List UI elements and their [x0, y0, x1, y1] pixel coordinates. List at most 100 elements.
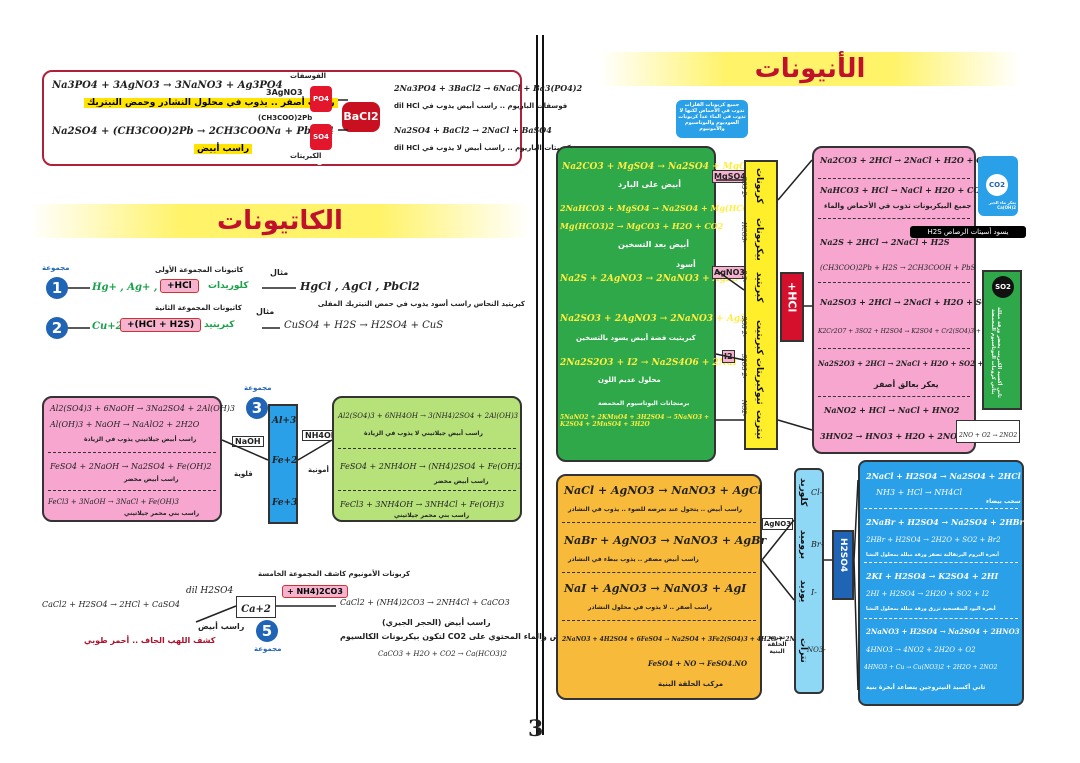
orange-sep1	[562, 522, 756, 523]
rb-note3: أبخرة اليود البنفسجية تزرق ورقة مبللة بم…	[866, 606, 996, 612]
g5-flame: كشف اللهب الجاف .. أحمر طوبي	[84, 636, 216, 645]
g1-example: HgCl , AgCl , PbCl2	[300, 280, 420, 293]
g3-nh4oh-side: أمونية	[308, 466, 329, 474]
rb-note1: سحب بيضاء	[986, 498, 1021, 505]
g5-right-reagent-text: + NH4)2CO3	[287, 587, 343, 596]
g5-left-eq: CaCl2 + H2SO4 → 2HCl + CaSO4	[42, 600, 180, 609]
g3-nh4oh-sep1	[338, 448, 516, 449]
note-phosphate-agno3: راسب أصفر .. يذوب في محلول النشادر وحمض …	[84, 98, 338, 108]
rb-sep3	[864, 618, 1018, 619]
g2-product: كبريتيد	[204, 320, 235, 330]
label-bicarbonate: بيكربونات	[754, 218, 764, 261]
h2so4-badge: H2SO4	[832, 530, 854, 600]
g5-number: 5	[256, 620, 278, 642]
rb-sep1	[864, 508, 1018, 509]
g1-caption: كاتيونات المجموعة الأولى	[155, 266, 244, 274]
g2-note: كبريتيد النحاس راسب أسود يذوب في حمض الن…	[317, 300, 525, 308]
orange-note1: راسب أبيض .. يتحول عند تعرضه للضوء .. يذ…	[568, 506, 743, 513]
g5-ion-box: Ca+2	[236, 596, 276, 618]
note-sulfate-pb: راسب أبيض	[194, 144, 253, 154]
g5-right-eq: CaCl2 + (NH4)2CO3 → 2NH4Cl + CaCO3	[340, 598, 510, 607]
g3-ions-box: Al+3 Fe+2 Fe+3	[268, 404, 298, 524]
top-note-text: جميع كربونات الفلزات تذوب في الأحماض لكن…	[678, 102, 746, 132]
rb-eq4c: 4HNO3 + Cu → Cu(NO3)2 + 2H2O + 2NO2	[864, 664, 998, 671]
co2-badge-text: CO2	[989, 181, 1005, 189]
eq-phosphate-bacl2: 2Na3PO4 + 3BaCl2 → 6NaCl + Ba3(PO4)2	[394, 83, 583, 93]
cations-title-band: الكاتيونات	[30, 204, 530, 238]
rb-eq1: 2NaCl + H2SO4 → Na2SO4 + 2HCl	[866, 471, 1021, 481]
pink-eq3: Na2S + 2HCl → 2NaCl + H2S	[820, 237, 950, 247]
g3-naoh-eq2: FeSO4 + 2NaOH → Na2SO4 + Fe(OH)2	[50, 462, 212, 471]
anion-labels-column: كربونات بيكربونات كبريتيد كبريتيت ثيوكبر…	[744, 160, 778, 450]
co2-note: يعكر ماء الجير Ca(OH)2	[988, 200, 1016, 210]
g2-reagent: +(HCl + H2S)	[120, 318, 202, 332]
h2s-badge-text: H2S يسود أسيتات الرصاص	[927, 228, 1009, 236]
bacl2-badge: BaCl2	[342, 102, 380, 132]
g3-naoh-eq3: FeCl3 + 3NaOH → 3NaCl + Fe(OH)3	[48, 498, 179, 506]
g3-group-label: مجموعة	[244, 384, 272, 392]
g5-right-note: راسب أبيض (الحجر الجيري)	[382, 618, 491, 627]
pink-eq6: NaNO2 + HCl → NaCl + HNO2	[824, 405, 960, 415]
so4-label: SO4 2-	[313, 133, 329, 167]
cations-title: الكاتيونات	[217, 206, 343, 236]
g3-naoh-sep2	[48, 490, 216, 491]
green-note6: برمنجانات البوتاسيوم المحمضة	[598, 400, 690, 407]
orange-eq2: NaBr + AgNO3 → NaNO3 + AgBr	[564, 534, 767, 547]
green-note4: كبريتيت فضة أبيض يسود بالتسخين	[576, 334, 696, 342]
g3-naoh-eq1b: Al(OH)3 + NaOH → NaAlO2 + 2H2O	[50, 420, 200, 429]
label-nitrate: نترات	[798, 638, 808, 663]
g5-left-note: راسب أبيض	[198, 622, 245, 631]
g1-number: 1	[46, 277, 68, 299]
g3-nh4oh-note2: راسب أبيض مخضر	[434, 478, 489, 485]
green-eq3: Na2S + 2AgNO3 → 2NaNO3 + Ag2S	[560, 274, 739, 284]
g3-nh4oh-note3: راسب بني محمر جيلاتيني	[394, 512, 470, 519]
ion-no2: NO2-	[740, 400, 748, 417]
g3-nh4oh-box: Al2(SO4)3 + 6NH4OH → 3(NH4)2SO4 + 2Al(OH…	[332, 396, 522, 522]
pink-sep1	[818, 178, 970, 179]
note-sulfate-bacl2: كبريتات الباريوم .. راسب أبيض لا يذوب في…	[394, 144, 571, 152]
ion-s2o3: S2O3 2-	[740, 354, 748, 379]
label-agno3: 3AgNO3	[266, 88, 303, 97]
ion-i: I-	[811, 588, 817, 597]
orange-sep2	[562, 572, 756, 573]
g5-right-note2: يذوب في الأحماض والماء المحتوي على CO2 ل…	[340, 632, 623, 641]
label-pb-acetate: (CH3COO)2Pb	[258, 114, 313, 122]
hcl-badge: +HCl	[780, 272, 804, 342]
anions-title-band: الأنيونات	[600, 52, 1020, 86]
green-eq2b: Mg(HCO3)2 → MgCO3 + H2O + CO2	[560, 221, 724, 231]
ion-so3: SO3 2-	[740, 316, 748, 337]
rb-eq4: 2NaNO3 + H2SO4 → Na2SO4 + 2HNO3	[866, 627, 1020, 636]
green-note1: أبيض على البارد	[618, 180, 682, 189]
label-thiosulfate: ثيوكبريتات	[754, 358, 764, 405]
phosphate-sulfate-box: Na3PO4 + 3AgNO3 → 3NaNO3 + Ag3PO4 راسب أ…	[42, 70, 582, 167]
orange-eq3: NaI + AgNO3 → NaNO3 + AgI	[564, 582, 747, 595]
label-sulfide: كبريتيد	[754, 272, 764, 303]
rb-note4: ثاني أكسيد النيتروجين يتصاعد أبخرة بنية	[866, 684, 986, 691]
green-note5: محلول عديم اللون	[598, 376, 661, 384]
right-blue-box: 2NaCl + H2SO4 → Na2SO4 + 2HCl NH3 + HCl …	[858, 460, 1024, 706]
green-eq2: 2NaHCO3 + MgSO4 → Na2SO4 + Mg(HCO3)2	[560, 203, 765, 213]
rb-eq4b: 4HNO3 → 4NO2 + 2H2O + O2	[866, 646, 976, 654]
g3-naoh-side: قلوية	[234, 470, 253, 478]
ion-hco3: HCO3-	[740, 222, 748, 243]
g2-example-label: مثال	[256, 307, 275, 316]
rb-note2: أبخرة البروم البرتقالية تصفر ورقة مبللة …	[866, 552, 1000, 558]
ion-no3: NO3-	[807, 646, 826, 654]
g5-right-reagent: + NH4)2CO3	[282, 585, 348, 598]
g2-number: 2	[46, 317, 68, 339]
rb-eq3b: 2HI + H2SO4 → 2H2O + SO2 + I2	[866, 590, 990, 598]
g1-reagent: +HCl	[160, 279, 199, 293]
pink-note4: K2Cr2O7 + 3SO2 + H2SO4 → K2SO4 + Cr2(SO4…	[818, 328, 997, 335]
green-note2: أبيض بعد التسخين	[618, 240, 690, 249]
g3-naoh-box: Al2(SO4)3 + 6NaOH → 3Na2SO4 + 2Al(OH)3 A…	[42, 396, 235, 522]
g1-example-label: مثال	[270, 268, 289, 277]
pink-sep4	[818, 348, 970, 349]
orange-eq1: NaCl + AgNO3 → NaNO3 + AgCl	[564, 484, 762, 497]
g3-nh4oh-eq3: FeCl3 + 3NH4OH → 3NH4Cl + Fe(OH)3	[340, 500, 505, 509]
page-number: 3	[528, 716, 544, 742]
orange-eq4: 2NaNO3 + 4H2SO4 + 6FeSO4 → Na2SO4 + 3Fe2…	[562, 636, 801, 643]
green-eq6: 5NaNO2 + 2KMnO4 + 3H2SO4 → 5NaNO3 + K2SO…	[560, 414, 710, 429]
rb-eq2: 2NaBr + H2SO4 → Na2SO4 + 2HBr	[866, 517, 1024, 527]
orange-note3: راسب أصفر .. لا يذوب في محلول النشادر	[588, 604, 712, 611]
